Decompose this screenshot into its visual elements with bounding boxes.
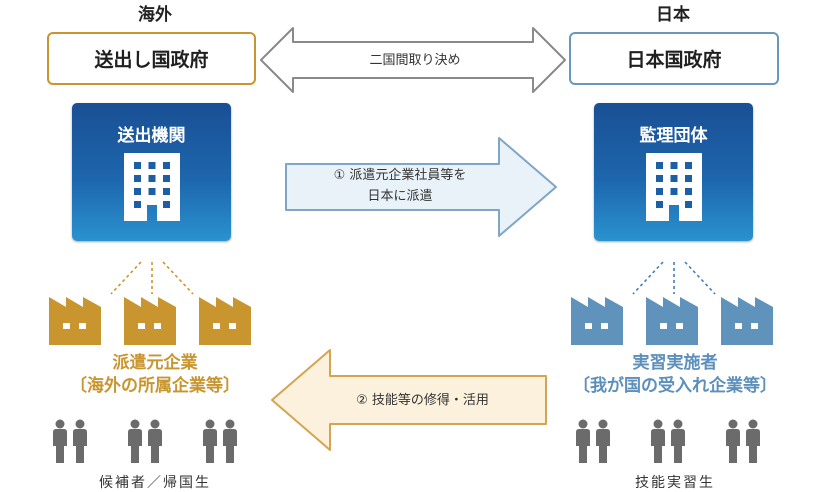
region-title-japan: 日本 — [656, 5, 690, 25]
factory-icons-row — [571, 297, 773, 345]
dispatch-arrow-label-line2: 日本に派遣 — [367, 189, 433, 204]
bilateral-agreement-label: 二国間取り決め — [369, 53, 461, 68]
people-icons-row — [53, 419, 237, 463]
factory-icon — [49, 297, 101, 345]
dispatch-arrow-label: ① 派遣元企業社員等を 日本に派遣 — [290, 165, 510, 207]
japan-government-label: 日本国政府 — [626, 49, 722, 71]
supervising-organization-label: 監理団体 — [639, 126, 708, 146]
japan-company-label-line1: 実習実施者 — [632, 353, 718, 373]
people-pair-icon — [128, 419, 162, 463]
office-building-icon — [124, 153, 180, 221]
overseas-company-label-line2: 〔海外の所属企業等〕 — [70, 376, 240, 396]
people-pair-icon — [576, 419, 610, 463]
region-title-overseas: 海外 — [138, 5, 172, 25]
japan-government-box: 日本国政府 — [569, 32, 779, 85]
sending-organization-label: 送出機関 — [117, 126, 186, 146]
people-icons-row — [576, 419, 760, 463]
dispatch-arrow-label-line1: ① 派遣元企業社員等を — [333, 168, 467, 183]
overseas-factories — [49, 296, 259, 350]
sending-organization-box: 送出機関 — [72, 103, 231, 241]
overseas-company-label: 派遣元企業 〔海外の所属企業等〕 — [40, 352, 270, 398]
people-pair-icon — [53, 419, 87, 463]
people-pair-icon — [203, 419, 237, 463]
factory-icon — [124, 297, 176, 345]
factory-icon — [571, 297, 623, 345]
sending-country-government-label: 送出し国政府 — [94, 49, 209, 71]
japan-company-label: 実習実施者 〔我が国の受入れ企業等〕 — [555, 352, 795, 398]
overseas-company-label-line1: 派遣元企業 — [112, 353, 198, 373]
japan-factories — [571, 296, 781, 350]
return-arrow-label: ② 技能等の修得・活用 — [356, 393, 489, 408]
candidates-returnees-label: 候補者／帰国生 — [99, 475, 211, 491]
factory-icons-row — [49, 297, 251, 345]
japan-company-label-line2: 〔我が国の受入れ企業等〕 — [573, 376, 777, 396]
bilateral-agreement-arrow — [260, 27, 566, 93]
overseas-people — [52, 417, 252, 469]
overseas-connector-lines — [110, 261, 194, 295]
people-pair-icon — [726, 419, 760, 463]
factory-icon — [721, 297, 773, 345]
japan-connector-lines — [632, 261, 716, 295]
people-pair-icon — [651, 419, 685, 463]
technical-intern-label: 技能実習生 — [635, 475, 715, 491]
supervising-organization-box: 監理団体 — [594, 103, 753, 241]
sending-country-government-box: 送出し国政府 — [47, 32, 256, 85]
factory-icon — [646, 297, 698, 345]
return-arrow — [271, 349, 547, 451]
dispatch-arrow — [285, 137, 557, 237]
factory-icon — [199, 297, 251, 345]
japan-people — [575, 417, 775, 469]
office-building-icon — [646, 153, 702, 221]
